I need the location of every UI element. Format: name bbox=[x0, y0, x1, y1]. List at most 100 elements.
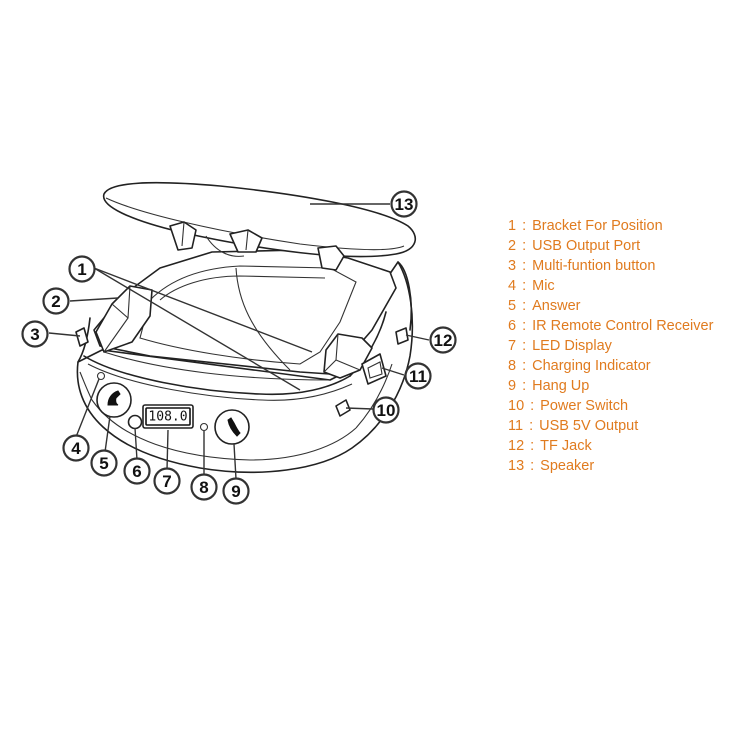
legend-item: 3: Multi-funtion button bbox=[508, 256, 748, 276]
legend-item-separator: : bbox=[530, 458, 535, 474]
legend-item-separator: : bbox=[522, 358, 527, 374]
legend-item: 2: USB Output Port bbox=[508, 236, 748, 256]
legend-item-number: 6 bbox=[508, 318, 517, 334]
legend-item-separator: : bbox=[522, 218, 527, 234]
legend-item: 5: Answer bbox=[508, 296, 748, 316]
legend-item-number: 2 bbox=[508, 238, 517, 254]
hangup-phone-icon bbox=[227, 417, 241, 437]
callout-number: 8 bbox=[199, 478, 208, 497]
callout-number: 12 bbox=[434, 331, 453, 350]
legend-item-label: Multi-funtion button bbox=[532, 258, 656, 274]
callout-number: 3 bbox=[30, 325, 39, 344]
callout-circle bbox=[68, 255, 96, 283]
callout-8: 8 bbox=[190, 473, 218, 501]
legend-item-separator: : bbox=[529, 418, 534, 434]
legend-item-label: Bracket For Position bbox=[532, 218, 663, 234]
legend-item-label: Speaker bbox=[540, 458, 595, 474]
legend-item-label: LED Display bbox=[532, 338, 612, 354]
callout-number: 5 bbox=[99, 454, 108, 473]
legend-item-separator: : bbox=[522, 278, 527, 294]
legend-item-separator: : bbox=[522, 298, 527, 314]
callout-number: 1 bbox=[77, 260, 86, 279]
mic-icon bbox=[96, 371, 106, 381]
legend-item-number: 11 bbox=[508, 418, 524, 434]
multi-function-button bbox=[75, 327, 89, 347]
legend-item-number: 13 bbox=[508, 458, 525, 474]
legend-item: 13: Speaker bbox=[508, 456, 748, 476]
callout-2: 2 bbox=[42, 287, 70, 315]
legend-item-separator: : bbox=[530, 438, 535, 454]
callout-number: 9 bbox=[231, 482, 240, 501]
callout-number: 4 bbox=[71, 439, 81, 458]
led-display-text: 108.0 bbox=[148, 410, 187, 425]
callout-circle bbox=[372, 396, 400, 424]
ir-receiver-icon bbox=[127, 414, 143, 430]
legend-item: 1:Bracket For Position bbox=[508, 216, 748, 236]
callout-number: 2 bbox=[51, 292, 60, 311]
legend-item-number: 12 bbox=[508, 438, 525, 454]
tf-jack bbox=[395, 327, 409, 345]
legend-item: 7: LED Display bbox=[508, 336, 748, 356]
legend-item-label: Power Switch bbox=[540, 398, 629, 414]
legend-item-separator: : bbox=[522, 258, 527, 274]
callout-circle bbox=[222, 477, 250, 505]
bracket-tray bbox=[93, 249, 397, 381]
charging-indicator-icon bbox=[199, 422, 209, 432]
legend-item-label: USB 5V Output bbox=[539, 418, 639, 434]
legend-item-separator: : bbox=[522, 238, 527, 254]
callout-13: 13 bbox=[390, 190, 418, 218]
callout-9: 9 bbox=[222, 477, 250, 505]
legend-item-label: Charging Indicator bbox=[532, 358, 651, 374]
legend-item-separator: : bbox=[522, 378, 527, 394]
callout-7: 7 bbox=[153, 467, 181, 495]
callout-3: 3 bbox=[21, 320, 49, 348]
callout-1: 1 bbox=[68, 255, 96, 283]
callout-circle bbox=[42, 287, 70, 315]
legend-item: 10:Power Switch bbox=[508, 396, 748, 416]
legend-item-number: 3 bbox=[508, 258, 517, 274]
callout-number: 13 bbox=[395, 195, 414, 214]
legend-item: 6: IR Remote Control Receiver bbox=[508, 316, 748, 336]
callout-6: 6 bbox=[123, 457, 151, 485]
legend-item-number: 10 bbox=[508, 398, 525, 414]
legend-item-number: 5 bbox=[508, 298, 517, 314]
callout-circle bbox=[429, 326, 457, 354]
power-switch bbox=[335, 399, 351, 417]
callout-10: 10 bbox=[372, 396, 400, 424]
legend-item: 9: Hang Up bbox=[508, 376, 748, 396]
callout-12: 12 bbox=[429, 326, 457, 354]
callout-circle bbox=[190, 473, 218, 501]
speaker-lid bbox=[103, 181, 417, 271]
callout-circle bbox=[390, 190, 418, 218]
legend-item-separator: : bbox=[522, 338, 527, 354]
legend-item-label: Answer bbox=[532, 298, 581, 314]
callout-number: 11 bbox=[409, 367, 427, 386]
callout-circle bbox=[62, 434, 90, 462]
legend-item-number: 4 bbox=[508, 278, 517, 294]
callout-circle bbox=[21, 320, 49, 348]
legend-item-separator: : bbox=[522, 318, 527, 334]
legend-item-number: 8 bbox=[508, 358, 517, 374]
callout-11: 11 bbox=[404, 362, 432, 390]
callout-4: 4 bbox=[62, 434, 90, 462]
callout-circle bbox=[404, 362, 432, 390]
front-controls: 108.0 bbox=[75, 327, 409, 445]
legend-item-label: TF Jack bbox=[540, 438, 592, 454]
legend-item-number: 7 bbox=[508, 338, 517, 354]
legend-item: 4:Mic bbox=[508, 276, 748, 296]
callout-number: 10 bbox=[377, 401, 396, 420]
legend-item: 8: Charging Indicator bbox=[508, 356, 748, 376]
legend-item-label: Hang Up bbox=[532, 378, 590, 394]
answer-phone-icon bbox=[107, 390, 121, 406]
legend-item-number: 9 bbox=[508, 378, 517, 394]
led-display-window bbox=[142, 404, 194, 429]
legend-item-label: USB Output Port bbox=[532, 238, 641, 254]
callout-number: 6 bbox=[132, 462, 141, 481]
legend-item: 11: USB 5V Output bbox=[508, 416, 748, 436]
legend-item-label: IR Remote Control Receiver bbox=[532, 318, 714, 334]
callout-5: 5 bbox=[90, 449, 118, 477]
callout-circle bbox=[90, 449, 118, 477]
